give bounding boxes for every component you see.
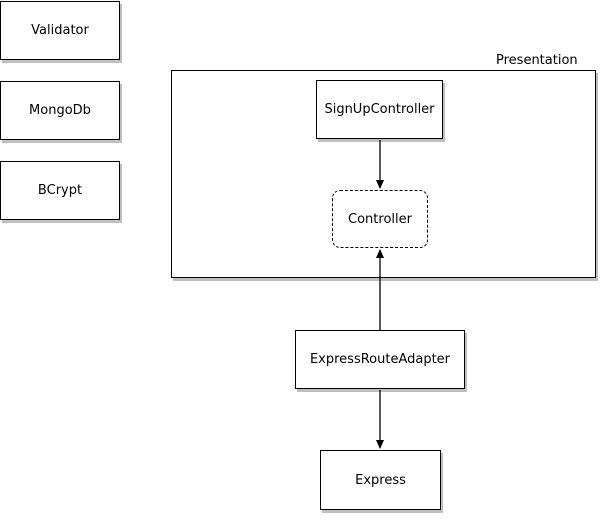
mongodb-node[interactable]: MongoDb	[0, 81, 120, 140]
validator-node[interactable]: Validator	[0, 1, 120, 60]
bcrypt-node[interactable]: BCrypt	[0, 161, 120, 220]
presentation-label: Presentation	[496, 53, 578, 68]
express-node[interactable]: Express	[320, 450, 441, 510]
express-route-adapter-node[interactable]: ExpressRouteAdapter	[295, 330, 465, 389]
presentation-container	[171, 70, 596, 278]
controller-node[interactable]: Controller	[332, 190, 428, 248]
signup-controller-node[interactable]: SignUpController	[316, 80, 443, 139]
